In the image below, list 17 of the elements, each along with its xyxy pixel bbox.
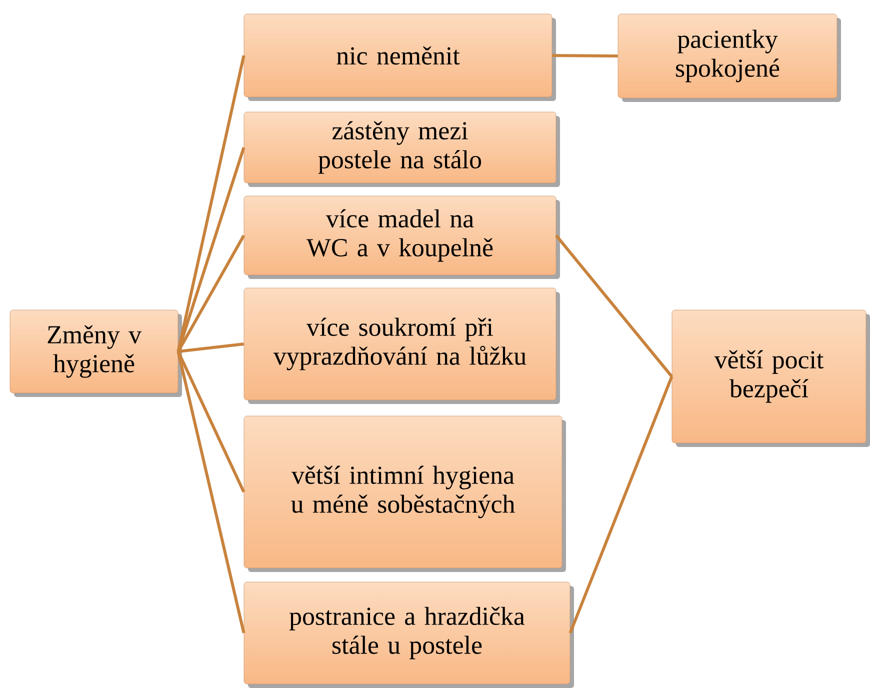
text-box: Změny v hygieně: [10, 310, 182, 397]
connector-line: [178, 342, 244, 353]
connector-line: [176, 351, 246, 634]
connector-line: [552, 54, 618, 58]
connector-line: [555, 234, 673, 378]
connector-line: [176, 350, 246, 493]
text-box: více madel na WC a v koupelně: [244, 196, 560, 279]
connector-line: [176, 147, 246, 352]
text-box: nic neměnit: [244, 14, 556, 101]
text-box: pacientky spokojené: [618, 14, 841, 102]
text-box: větší intimní hygiena u méně soběstačných: [244, 416, 566, 572]
text-box: postranice a hrazdička stále u postele: [244, 582, 574, 688]
text-box: zástěny mezi postele na stálo: [244, 112, 560, 187]
text-box: více soukromí při vyprazdňování na lůžku: [244, 288, 560, 404]
connector-line: [176, 55, 246, 352]
text-box: větší pocit bezpečí: [672, 310, 870, 447]
connector-line: [568, 376, 674, 634]
